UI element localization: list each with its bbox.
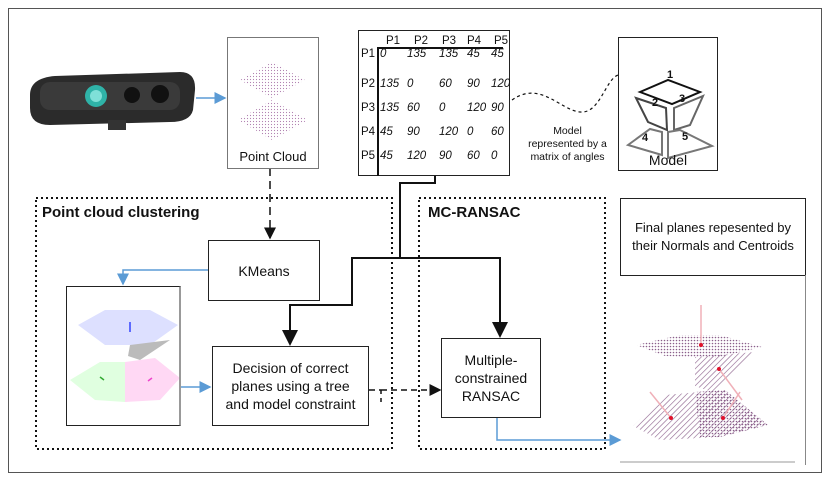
matrix-cell: 120 xyxy=(407,150,427,162)
model-face-label: 4 xyxy=(642,132,649,144)
model-shape xyxy=(625,78,715,160)
mc-ransac-box: Multiple- constrained RANSAC xyxy=(441,338,541,418)
ransac-region xyxy=(418,197,606,450)
matrix-cell: 45 xyxy=(380,126,393,138)
matrix-cell: 60 xyxy=(491,126,504,138)
model-link-curve xyxy=(511,74,619,113)
model-label: Model xyxy=(648,152,688,168)
matrix-cell: 135 xyxy=(380,102,400,114)
matrix-row-header: P5 xyxy=(361,150,376,162)
matrix-col-header: P3 xyxy=(442,35,457,47)
decision-line: planes using a tree xyxy=(231,378,350,394)
clustering-title: Point cloud clustering xyxy=(42,204,200,221)
matrix-cell: 0 xyxy=(439,102,446,114)
model-caption: Model represented by a matrix of angles xyxy=(525,125,610,164)
matrix-cell: 60 xyxy=(439,78,452,90)
model-face-label: 1 xyxy=(667,69,674,81)
final-planes-box: Final planes repesented by their Normals… xyxy=(620,198,806,276)
caption-line: Model xyxy=(553,125,582,137)
final-image-border xyxy=(805,275,806,465)
matrix-cell: 0 xyxy=(491,150,498,162)
matrix-cell: 45 xyxy=(491,48,504,60)
decision-box: Decision of correct planes using a tree … xyxy=(212,346,369,426)
matrix-col-header: P2 xyxy=(414,35,429,47)
decision-line: Decision of correct xyxy=(232,360,349,376)
ransac-line: Multiple- xyxy=(464,352,518,368)
matrix-cell: 45 xyxy=(380,150,393,162)
matrix-cell: 90 xyxy=(407,126,420,138)
final-line: Final planes repesented by xyxy=(634,220,792,235)
matrix-col-header: P5 xyxy=(494,35,509,47)
matrix-row-header: P2 xyxy=(361,78,376,90)
matrix-col-header: P4 xyxy=(467,35,482,47)
kmeans-label: KMeans xyxy=(238,262,290,279)
ransac-line: constrained xyxy=(454,370,528,386)
model-panel: 1 2 3 4 5 Model xyxy=(618,37,718,171)
point-cloud-image xyxy=(238,62,308,140)
matrix-cell: 135 xyxy=(439,48,459,60)
decision-line: and model constraint xyxy=(225,396,356,412)
model-face-label: 3 xyxy=(679,93,686,105)
matrix-cell: 120 xyxy=(439,126,459,138)
final-line: their Normals and Centroids xyxy=(632,238,794,253)
ransac-line: RANSAC xyxy=(461,388,521,404)
matrix-cell: 135 xyxy=(407,48,427,60)
matrix-row-header: P3 xyxy=(361,102,376,114)
matrix-col-header: P1 xyxy=(386,35,401,47)
final-planes-image xyxy=(620,305,795,463)
matrix-cell: 45 xyxy=(467,48,480,60)
matrix-cell: 120 xyxy=(467,102,487,114)
ransac-title: MC-RANSAC xyxy=(428,204,521,221)
matrix-cell: 135 xyxy=(380,78,400,90)
matrix-cell: 90 xyxy=(491,102,504,114)
matrix-row-header: P4 xyxy=(361,126,376,138)
matrix-cell: 120 xyxy=(491,78,511,90)
cluster-image-frame xyxy=(66,286,181,426)
caption-line: matrix of angles xyxy=(530,151,605,163)
matrix-row-header: P1 xyxy=(361,48,376,60)
matrix-cell: 90 xyxy=(439,150,452,162)
point-cloud-label: Point Cloud xyxy=(239,149,307,164)
matrix-cell: 0 xyxy=(407,78,414,90)
clustering-region xyxy=(35,197,393,450)
matrix-cell: 0 xyxy=(467,126,474,138)
matrix-cell: 60 xyxy=(407,102,420,114)
model-face-label: 5 xyxy=(682,131,689,143)
caption-line: represented by a xyxy=(528,138,607,150)
matrix-cell: 0 xyxy=(380,48,387,60)
kinect-sensor-image xyxy=(30,72,196,130)
point-cloud-panel: Point Cloud xyxy=(227,37,319,169)
model-face-label: 2 xyxy=(652,97,659,109)
matrix-cell: 90 xyxy=(467,78,480,90)
matrix-cell: 60 xyxy=(467,150,480,162)
clustered-point-cloud-image xyxy=(70,310,180,402)
kmeans-box: KMeans xyxy=(208,240,320,301)
